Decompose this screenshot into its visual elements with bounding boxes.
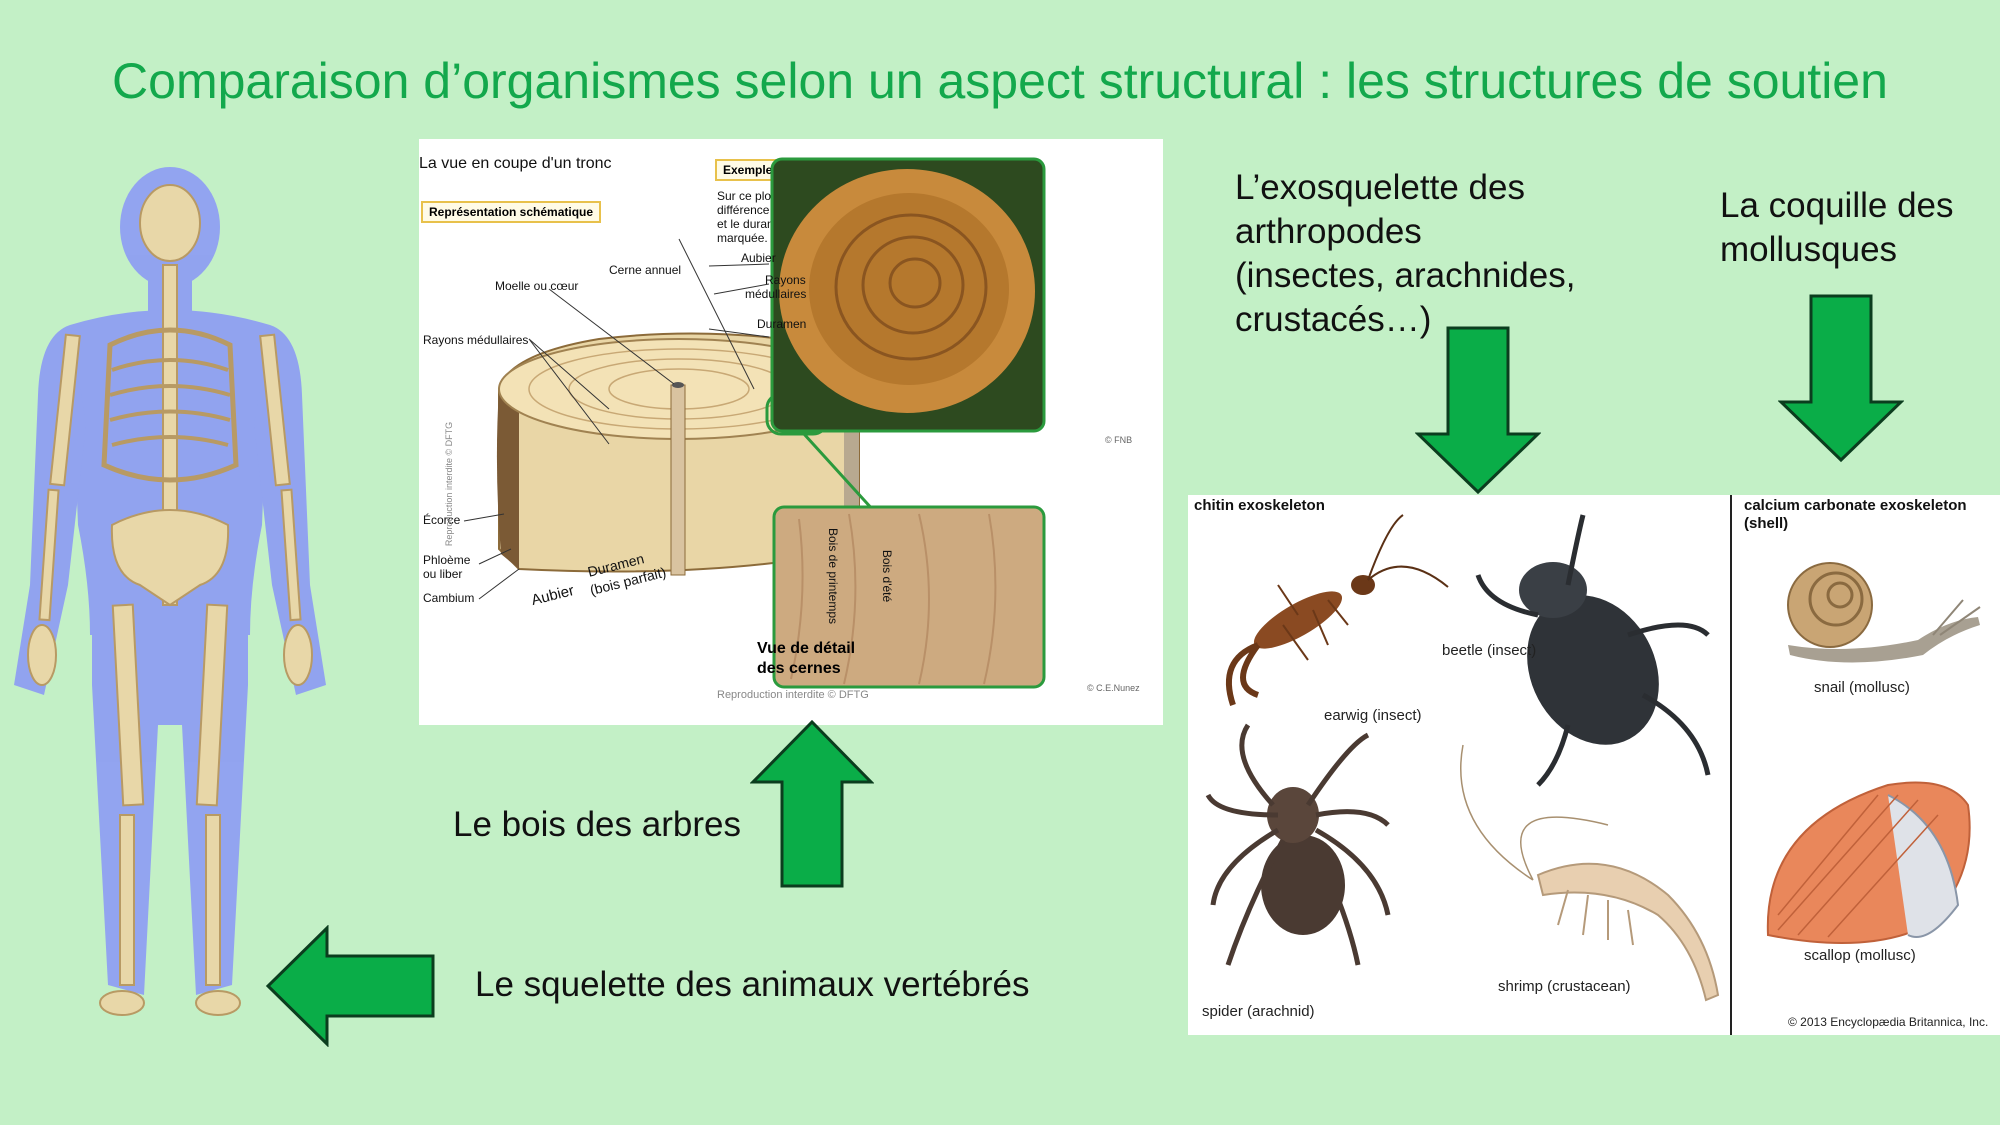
label-ecorce: Écorce <box>423 513 461 527</box>
caption-exosquelette: L’exosquelette des arthropodes (insectes… <box>1235 166 1575 342</box>
caption-coquille-line-2: mollusques <box>1720 230 1898 269</box>
spider-illustration <box>1205 723 1391 966</box>
wood-panel: La vue en coupe d'un tronc Représentatio… <box>419 139 1163 725</box>
trunk-diagram <box>463 157 1046 689</box>
up-arrow-icon <box>750 719 874 888</box>
caption-coquille: La coquille des mollusques <box>1720 184 1954 272</box>
detail-caption-1: Vue de détail <box>757 640 856 657</box>
schema-label: Représentation schématique <box>421 201 602 223</box>
caption-squelette: Le squelette des animaux vertébrés <box>475 965 1030 1004</box>
label-duramen-right: Duramen <box>757 317 807 331</box>
label-phloeme-1: Phloème <box>423 553 471 567</box>
label-cerne: Cerne annuel <box>609 263 682 277</box>
label-moelle: Moelle ou cœur <box>495 279 579 293</box>
caption-bois: Le bois des arbres <box>453 805 741 844</box>
britannica-copyright: © 2013 Encyclopædia Britannica, Inc. <box>1788 1015 1989 1029</box>
shrimp-label: shrimp (crustacean) <box>1498 978 1631 995</box>
calcium-label: calcium carbonate exoskeleton (shell) <box>1744 497 1967 533</box>
arthropod-illustrations <box>1205 514 1981 1002</box>
label-rayons-right-1: Rayons <box>765 273 806 287</box>
beetle-illustration <box>1475 514 1711 787</box>
earwig-label: earwig (insect) <box>1324 707 1422 724</box>
chitin-label: chitin exoskeleton <box>1194 497 1325 514</box>
label-rayons-right-2: médullaires <box>745 287 807 301</box>
repro-note: Reproduction interdite © DFTG <box>717 689 869 701</box>
label-repro-side: Reproduction interdite © DFTG <box>444 421 455 547</box>
down-arrow-icon-arthropods <box>1415 326 1541 495</box>
caption-exo-line-4: crustacés…) <box>1235 300 1432 339</box>
label-aubier-right: Aubier <box>741 251 776 265</box>
calcium-label-2: (shell) <box>1744 515 1789 532</box>
detail-caption-2: des cernes <box>757 660 841 677</box>
earwig-illustration <box>1225 514 1449 706</box>
human-skeleton-illustration <box>14 167 326 1016</box>
wood-heading: La vue en coupe d'un tronc <box>419 155 612 172</box>
slide-title: Comparaison d’organismes selon un aspect… <box>112 53 1888 109</box>
down-arrow-icon-molluscs <box>1778 294 1904 463</box>
left-arrow-icon <box>265 925 435 1047</box>
snail-illustration <box>1787 562 1981 663</box>
caption-exo-line-1: L’exosquelette des <box>1235 168 1525 207</box>
label-bois-printemps: Bois de printemps <box>826 527 841 625</box>
label-cambium: Cambium <box>423 591 475 605</box>
caption-exo-line-3: (insectes, arachnides, <box>1235 256 1576 295</box>
shrimp-illustration <box>1460 744 1720 1002</box>
label-nunez: © C.E.Nunez <box>1087 683 1140 693</box>
scallop-illustration <box>1766 781 1971 944</box>
label-fnb: © FNB <box>1105 435 1133 445</box>
panel-divider <box>1730 495 1732 1035</box>
calcium-label-1: calcium carbonate exoskeleton <box>1744 497 1967 514</box>
label-rayons-left: Rayons médullaires <box>423 333 529 347</box>
detail-caption: Vue de détail des cernes <box>757 639 855 679</box>
spider-label: spider (arachnid) <box>1202 1003 1315 1020</box>
label-bois-ete: Bois d'été <box>880 549 895 603</box>
caption-coquille-line-1: La coquille des <box>1720 186 1954 225</box>
beetle-label: beetle (insect) <box>1442 642 1537 659</box>
snail-label: snail (mollusc) <box>1814 679 1910 696</box>
exoskeleton-panel: chitin exoskeleton calcium carbonate exo… <box>1188 495 2000 1035</box>
caption-exo-line-2: arthropodes <box>1235 212 1422 251</box>
scallop-label: scallop (mollusc) <box>1804 947 1916 964</box>
example-text-4: marquée. <box>717 231 768 245</box>
label-phloeme-2: ou liber <box>423 567 463 581</box>
